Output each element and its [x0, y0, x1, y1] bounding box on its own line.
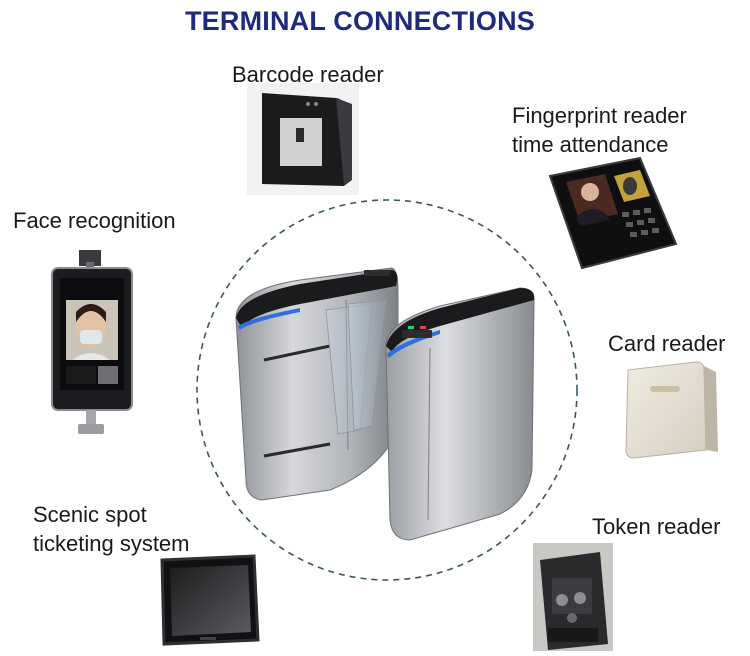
face-recognition-terminal-icon: [51, 250, 133, 434]
ticketing-monitor-icon: [160, 554, 260, 646]
page-title: TERMINAL CONNECTIONS: [184, 6, 535, 36]
token-reader-label: Token reader: [592, 514, 721, 539]
scenic-spot-ticketing-label: Scenic spot ticketing system: [33, 502, 190, 556]
card-reader-icon: [625, 361, 718, 459]
barcode-reader-icon: [247, 83, 359, 195]
fingerprint-reader-icon: [548, 156, 678, 270]
flap-barrier-turnstile-icon: [235, 267, 535, 541]
token-reader-icon: [533, 543, 613, 651]
card-reader-label: Card reader: [608, 331, 726, 356]
face-recognition-label: Face recognition: [13, 208, 176, 233]
barcode-reader-label: Barcode reader: [232, 62, 384, 87]
fingerprint-reader-label: Fingerprint reader time attendance: [512, 103, 687, 157]
connection-circle: [196, 199, 578, 581]
